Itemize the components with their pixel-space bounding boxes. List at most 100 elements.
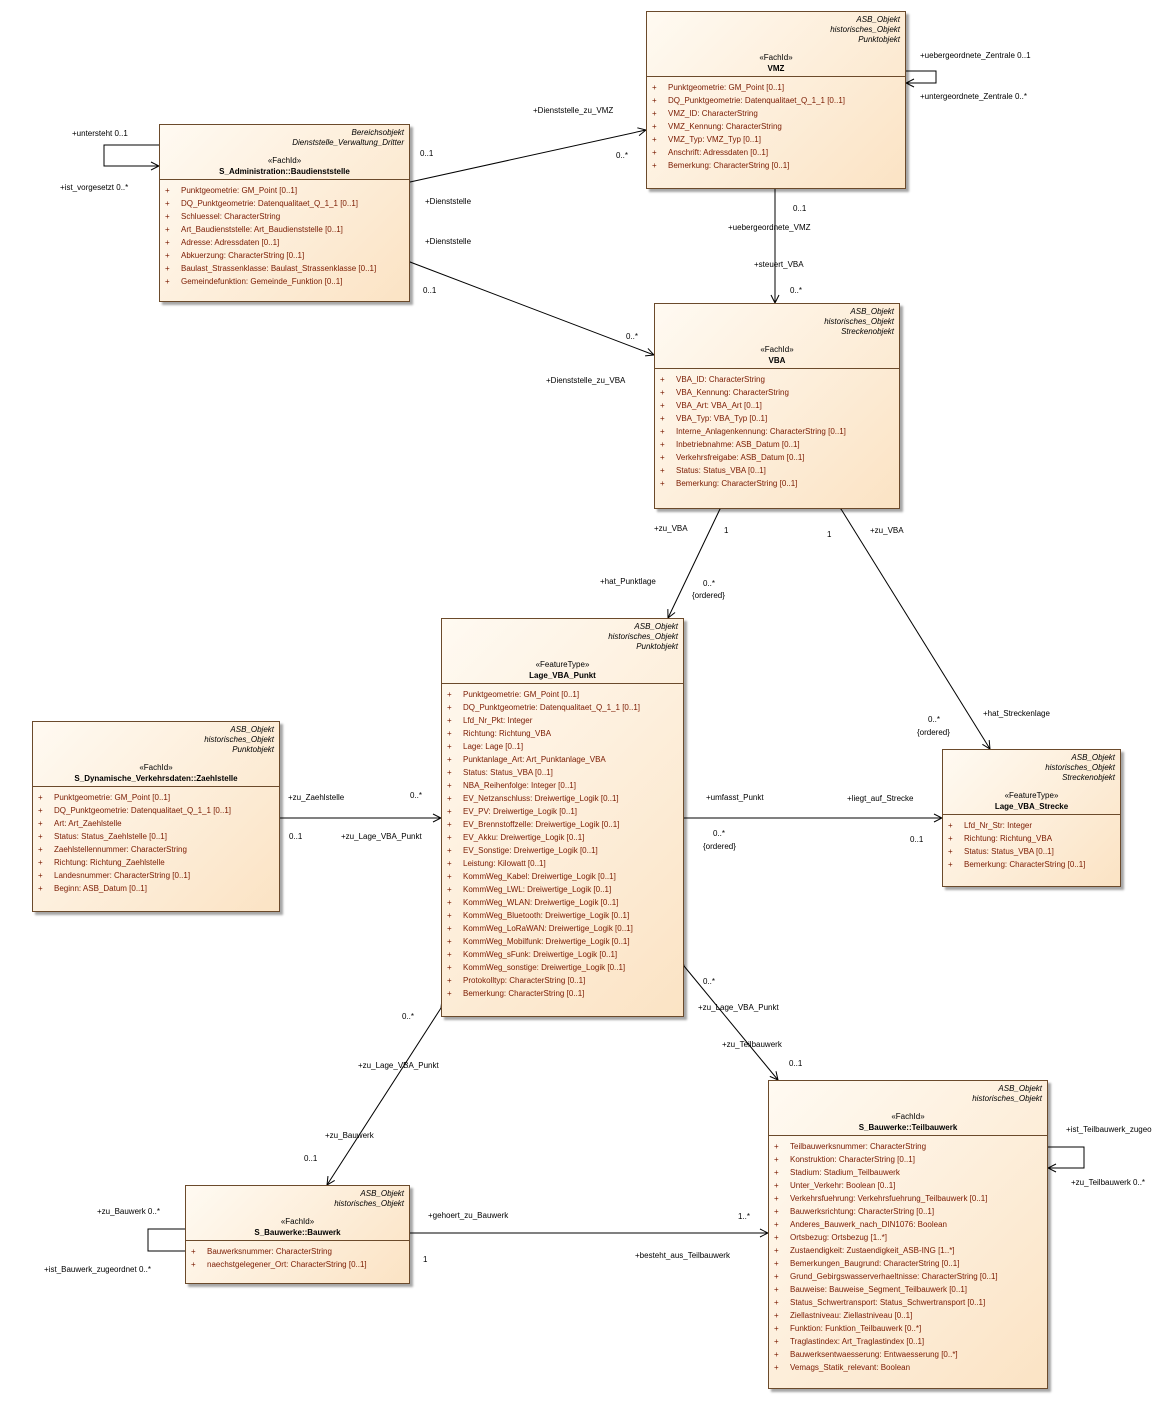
tag: Dienststelle_Verwaltung_Dritter: [292, 138, 404, 147]
class-lage-vba-punkt[interactable]: ASB_Objekt historisches_Objekt Punktobje…: [441, 618, 684, 1017]
class-lage-vba-strecke[interactable]: ASB_Objekt historisches_Objekt Streckeno…: [942, 749, 1121, 887]
attribute-row: + KommWeg_LWL: Dreiwertige_Logik [0..1]: [447, 883, 678, 896]
visibility-public-icon: +: [660, 466, 665, 475]
attribute-row: +Punktanlage_Art: Art_Punktanlage_VBA: [447, 753, 678, 766]
attribute-row: +EV_PV: Dreiwertige_Logik [0..1]: [447, 805, 678, 818]
attribute-text: Punktgeometrie: GM_Point [0..1]: [668, 83, 785, 92]
role-label: +untergeordnete_Zentrale 0..*: [920, 92, 1027, 101]
visibility-public-icon: +: [774, 1350, 779, 1359]
attribute-text: Verkehrsfreigabe: ASB_Datum [0..1]: [676, 453, 805, 462]
vmz-self-association: [906, 71, 937, 83]
constraint-label: {ordered}: [692, 591, 725, 600]
attribute-text: Interne_Anlagenkennung: CharacterString …: [676, 427, 846, 436]
class-tags: ASB_Objekt historisches_Objekt Streckeno…: [948, 753, 1115, 783]
visibility-public-icon: +: [948, 847, 953, 856]
attribute-text: Protokolltyp: CharacterString [0..1]: [463, 976, 586, 985]
multiplicity-label: 1..*: [738, 1212, 751, 1221]
attribute-row: +KommWeg_Bluetooth: Dreiwertige_Logik [0…: [447, 909, 678, 922]
attribute-row: +Status: Status_VBA [0..1]: [660, 464, 894, 477]
tag: ASB_Objekt: [850, 307, 894, 316]
role-label: +zu_Lage_VBA_Punkt: [358, 1061, 439, 1070]
attribute-row: +Richtung: Richtung_VBA: [447, 727, 678, 740]
vba-lage-strecke-association: [841, 509, 990, 749]
attribute-row: +Lfd_Nr_Pkt: Integer: [447, 714, 678, 727]
visibility-public-icon: +: [774, 1285, 779, 1294]
attribute-text: EV_Netzanschluss: Dreiwertige_Logik [0..…: [463, 794, 619, 803]
class-zaehlstelle[interactable]: ASB_Objekt historisches_Objekt Punktobje…: [32, 721, 280, 912]
attribute-row: +Bauwerksrichtung: CharacterString [0..1…: [774, 1205, 1042, 1218]
attribute-row: +EV_Brennstoffzelle: Dreiwertige_Logik […: [447, 818, 678, 831]
multiplicity-label: 0..*: [703, 977, 716, 986]
attribute-text: Lfd_Nr_Str: Integer: [964, 821, 1033, 830]
attribute-row: +NBA_Reihenfolge: Integer [0..1]: [447, 779, 678, 792]
attribute-row: +Bemerkung: CharacterString [0..1]: [660, 477, 894, 490]
attribute-text: Ortsbezug: Ortsbezug [1..*]: [790, 1233, 887, 1242]
role-label: +ist_vorgesetzt 0..*: [60, 183, 129, 192]
attribute-row: +VBA_Typ: VBA_Typ [0..1]: [660, 412, 894, 425]
visibility-public-icon: +: [165, 212, 170, 221]
attribute-text: VMZ_Typ: VMZ_Typ [0..1]: [668, 135, 761, 144]
lage-punkt-bauwerk-association: [327, 1008, 441, 1185]
attribute-text: Lage: Lage [0..1]: [463, 742, 524, 751]
class-name: Lage_VBA_Strecke: [994, 802, 1069, 811]
attribute-row: +Punktgeometrie: GM_Point [0..1]: [652, 81, 900, 94]
class-tags: Bereichsobjekt Dienststelle_Verwaltung_D…: [165, 128, 404, 148]
attribute-text: KommWeg_LoRaWAN: Dreiwertige_Logik [0..1…: [463, 924, 633, 933]
attribute-row: +Beginn: ASB_Datum [0..1]: [38, 882, 274, 895]
attribute-text: Richtung: Richtung_VBA: [463, 729, 552, 738]
role-label: +uebergeordnete_VMZ: [728, 223, 811, 232]
multiplicity-label: 0..*: [790, 286, 803, 295]
attribute-text: DQ_Punktgeometrie: Datenqualitaet_Q_1_1 …: [463, 703, 640, 712]
teilbauwerk-self-association: [1048, 1147, 1085, 1168]
attribute-row: +Anschrift: Adressdaten [0..1]: [652, 146, 900, 159]
class-baudienststelle[interactable]: Bereichsobjekt Dienststelle_Verwaltung_D…: [159, 124, 410, 302]
attribute-text: KommWeg_LWL: Dreiwertige_Logik [0..1]: [463, 885, 612, 894]
attribute-text: Status_Schwertransport: Status_Schwertra…: [790, 1298, 986, 1307]
visibility-public-icon: +: [38, 871, 43, 880]
visibility-public-icon: +: [38, 806, 43, 815]
visibility-public-icon: +: [447, 781, 452, 790]
class-tags: ASB_Objekt historisches_Objekt Punktobje…: [652, 15, 900, 45]
visibility-public-icon: +: [447, 885, 452, 894]
attribute-row: +Bauwerksentwaesserung: Entwaesserung [0…: [774, 1348, 1042, 1361]
visibility-public-icon: +: [38, 884, 43, 893]
role-label: +Dienststelle: [425, 197, 472, 206]
attribute-text: Status: Status_Zaehlstelle [0..1]: [54, 832, 167, 841]
tag: ASB_Objekt: [856, 15, 900, 24]
attribute-row: +DQ_Punktgeometrie: Datenqualitaet_Q_1_1…: [38, 804, 274, 817]
attribute-row: +EV_Sonstige: Dreiwertige_Logik [0..1]: [447, 844, 678, 857]
class-vba[interactable]: ASB_Objekt historisches_Objekt Streckeno…: [654, 303, 900, 509]
visibility-public-icon: +: [38, 793, 43, 802]
attribute-list: +Teilbauwerksnummer: CharacterString+Kon…: [769, 1136, 1047, 1376]
tag: Punktobjekt: [858, 35, 900, 44]
attribute-text: Bauwerksrichtung: CharacterString [0..1]: [790, 1207, 935, 1216]
class-bauwerk[interactable]: ASB_Objekt historisches_Objekt «FachId» …: [185, 1185, 410, 1284]
visibility-public-icon: +: [948, 860, 953, 869]
visibility-public-icon: +: [774, 1142, 779, 1151]
class-teilbauwerk[interactable]: ASB_Objekt historisches_Objekt «FachId» …: [768, 1080, 1048, 1389]
multiplicity-label: 0..1: [910, 835, 924, 844]
multiplicity-label: 0..*: [713, 829, 726, 838]
visibility-public-icon: +: [165, 251, 170, 260]
class-vmz[interactable]: ASB_Objekt historisches_Objekt Punktobje…: [646, 11, 906, 189]
class-name: Lage_VBA_Punkt: [529, 671, 596, 680]
class-name: S_Administration::Baudienststelle: [219, 167, 350, 176]
attribute-text: KommWeg_Kabel: Dreiwertige_Logik [0..1]: [463, 872, 616, 881]
bauwerk-self-association: [147, 1229, 185, 1252]
visibility-public-icon: +: [774, 1272, 779, 1281]
attribute-row: +Bemerkung: CharacterString [0..1]: [948, 858, 1115, 871]
attribute-row: +DQ_Punktgeometrie: Datenqualitaet_Q_1_1…: [165, 197, 404, 210]
visibility-public-icon: +: [165, 264, 170, 273]
attribute-text: Konstruktion: CharacterString [0..1]: [790, 1155, 915, 1164]
visibility-public-icon: +: [38, 832, 43, 841]
class-header: ASB_Objekt historisches_Objekt Punktobje…: [442, 619, 683, 684]
attribute-row: +Vemags_Statik_relevant: Boolean: [774, 1361, 1042, 1374]
vba-lage-punkt-association: [668, 509, 720, 618]
attribute-list: +VBA_ID: CharacterString+VBA_Kennung: Ch…: [655, 369, 899, 492]
attribute-text: Bemerkungen_Baugrund: CharacterString [0…: [790, 1259, 960, 1268]
attribute-row: +Konstruktion: CharacterString [0..1]: [774, 1153, 1042, 1166]
visibility-public-icon: +: [38, 858, 43, 867]
role-label: +liegt_auf_Strecke: [847, 794, 914, 803]
role-label: +umfasst_Punkt: [706, 793, 764, 802]
